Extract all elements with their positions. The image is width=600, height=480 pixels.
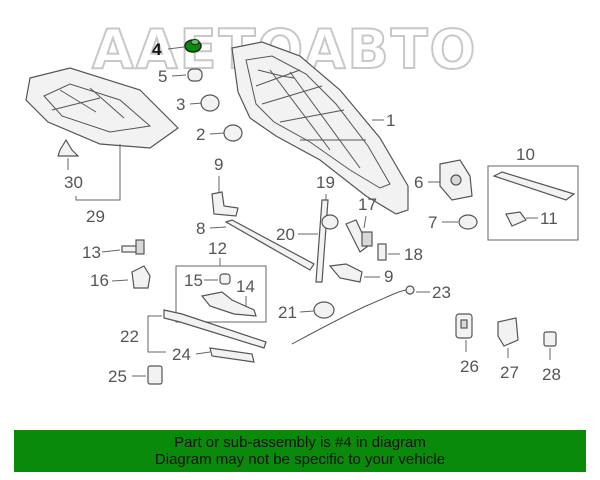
callout-25: 25: [108, 367, 127, 386]
callout-20: 20: [276, 225, 295, 244]
part-24-rod[interactable]: [209, 347, 255, 363]
info-banner: Part or sub-assembly is #4 in diagram Di…: [14, 430, 586, 472]
part-14-release-handle[interactable]: [200, 291, 257, 317]
callout-27: 27: [500, 363, 519, 382]
callout-15: 15: [184, 271, 203, 290]
hood-seal-strip[interactable]: [224, 219, 315, 271]
banner-line-1: Part or sub-assembly is #4 in diagram: [174, 434, 426, 451]
insulator-clip[interactable]: [57, 138, 80, 157]
part-22-cable-guide[interactable]: [163, 309, 267, 349]
part-16-bracket[interactable]: [131, 265, 151, 289]
part-4-highlighted[interactable]: [184, 39, 202, 53]
hood-prop-rod[interactable]: [315, 199, 329, 283]
callout-30: 30: [64, 173, 83, 192]
part-13-bolt[interactable]: [121, 239, 145, 255]
part-18-bolt[interactable]: [377, 243, 387, 261]
part-15-clip[interactable]: [219, 273, 231, 285]
callout-4: 4: [152, 40, 162, 59]
callout-24: 24: [172, 345, 191, 364]
callout-23: 23: [432, 283, 451, 302]
hood-panel[interactable]: [231, 41, 409, 215]
callout-26: 26: [460, 357, 479, 376]
part-27-bracket[interactable]: [497, 317, 519, 347]
part-11-bumper[interactable]: [505, 211, 527, 227]
parts-diagram: AAETOABTO 30 29 4 5 3 2 1 9: [25, 17, 579, 386]
part-5-bumper[interactable]: [187, 68, 203, 82]
callout-9-upper: 9: [214, 155, 223, 174]
callout-16: 16: [90, 271, 109, 290]
hinge-bracket-lower[interactable]: [328, 263, 363, 283]
part-21-latch[interactable]: [313, 301, 335, 319]
callout-2: 2: [196, 125, 205, 144]
part-2-plug[interactable]: [223, 124, 243, 142]
part-17-striker[interactable]: [345, 219, 373, 253]
part-3-plug[interactable]: [200, 94, 220, 112]
callout-11: 11: [540, 209, 558, 228]
callout-12: 12: [208, 239, 227, 258]
part-7-plug[interactable]: [458, 214, 478, 230]
callout-8: 8: [196, 219, 205, 238]
hood-insulator-pad[interactable]: [25, 67, 179, 149]
callout-22: 22: [120, 327, 139, 346]
callout-14: 14: [236, 277, 255, 296]
callout-5: 5: [158, 67, 167, 86]
callout-18: 18: [404, 245, 423, 264]
callout-29: 29: [86, 207, 105, 226]
subassembly-box-12: [175, 265, 267, 323]
part-25-clip[interactable]: [147, 365, 163, 385]
callout-1: 1: [386, 111, 395, 130]
part-28-clip[interactable]: [543, 331, 557, 347]
banner-line-2: Diagram may not be specific to your vehi…: [154, 451, 446, 468]
hinge-bracket-upper[interactable]: [211, 191, 239, 217]
part-26-bracket[interactable]: [455, 313, 473, 339]
callout-19: 19: [316, 173, 335, 192]
callout-13: 13: [82, 243, 101, 262]
subassembly-box-10: [487, 165, 579, 241]
callout-17: 17: [358, 195, 377, 214]
callout-28: 28: [542, 365, 561, 384]
callout-7: 7: [428, 213, 437, 232]
callout-6: 6: [414, 173, 423, 192]
callout-9-lower: 9: [384, 267, 393, 286]
callout-3: 3: [176, 95, 185, 114]
part-10-seal[interactable]: [492, 171, 576, 201]
callout-10: 10: [516, 145, 535, 164]
part-20-grommet[interactable]: [321, 214, 339, 230]
part-6-hood-latch[interactable]: [439, 159, 473, 201]
callout-21: 21: [278, 303, 297, 322]
hood-release-cable[interactable]: [291, 285, 415, 345]
